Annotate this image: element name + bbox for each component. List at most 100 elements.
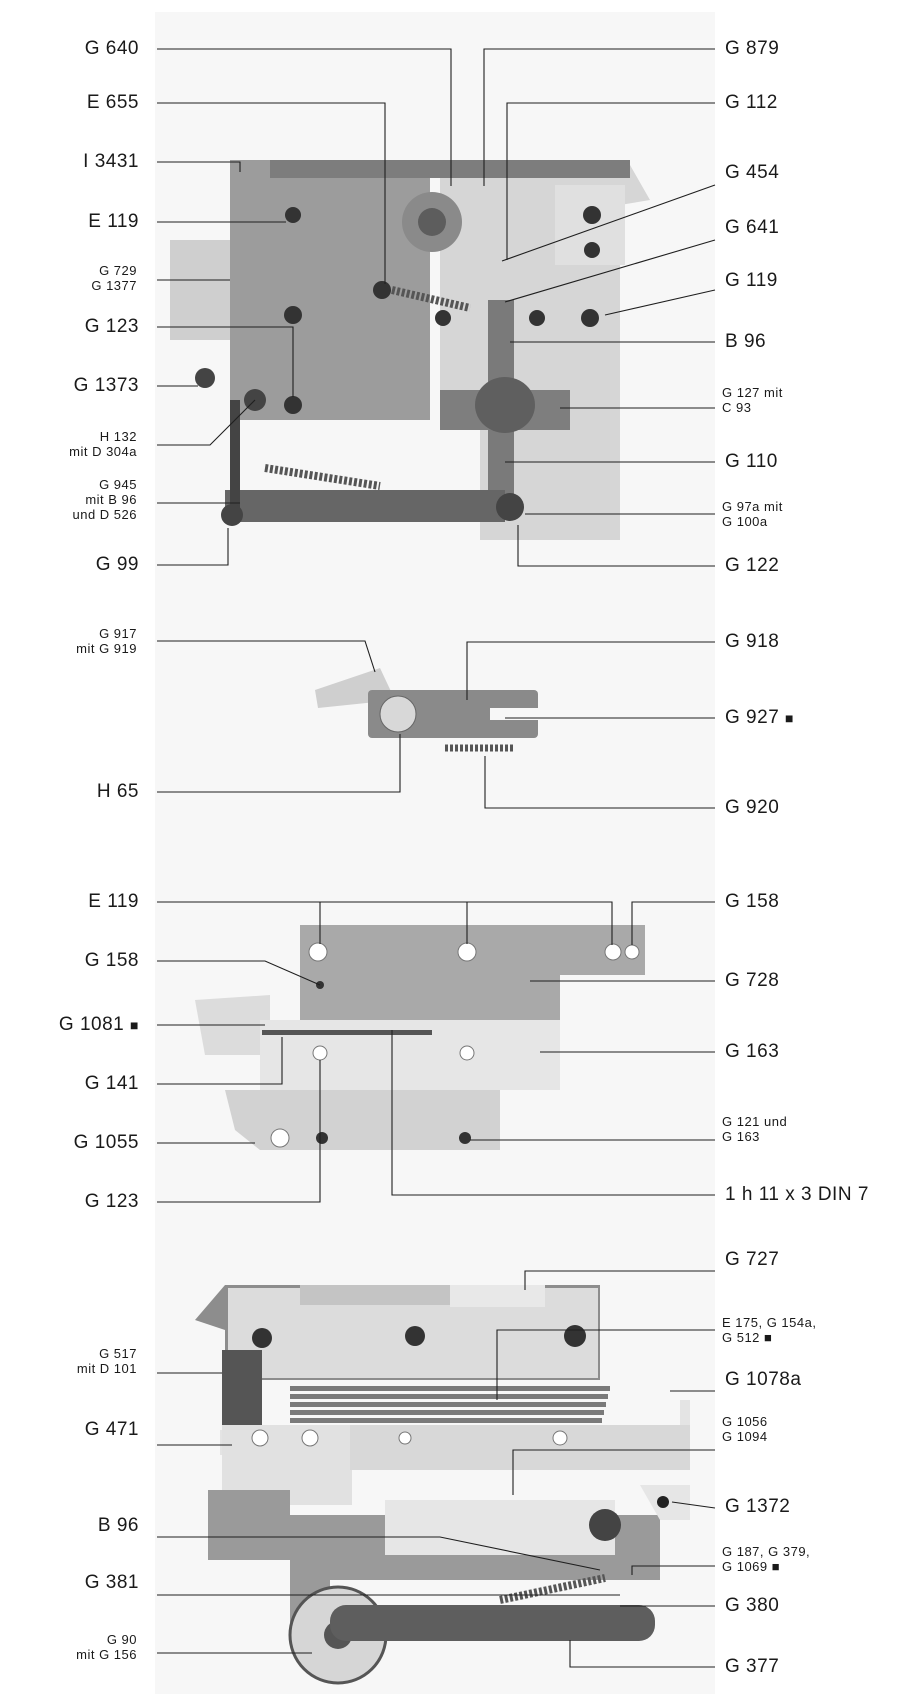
label-g512: G 512 ■: [722, 1331, 772, 1345]
assembly-4-screw-d: [657, 1496, 669, 1508]
label-g141: G 141: [84, 1073, 139, 1094]
assembly-4-screw-c: [564, 1325, 586, 1347]
assembly-4-hole-c: [552, 1430, 568, 1446]
label-mit-g156: mit G 156: [76, 1647, 137, 1662]
label-b96-b: B 96: [97, 1515, 139, 1536]
label-g1081: G 1081 ■: [59, 1014, 139, 1036]
label-g512-text: G 512: [722, 1330, 760, 1345]
assembly-1-main-plate: [230, 160, 430, 420]
label-h65: H 65: [96, 781, 139, 802]
label-g641: G 641: [725, 217, 780, 238]
label-g163-a: G 163: [725, 1041, 780, 1062]
assembly-1-spool-hub: [418, 208, 446, 236]
label-g163-b: G 163: [722, 1129, 760, 1144]
label-g121-und: G 121 und: [722, 1114, 788, 1129]
assembly-4-lamination-stack: [290, 1386, 610, 1423]
label-h132: H 132: [99, 429, 137, 444]
label-g1069-text: G 1069: [722, 1559, 768, 1574]
assembly-4-pivot-bolt: [589, 1509, 621, 1541]
label-g454: G 454: [725, 162, 780, 183]
label-g97a-mit: G 97a mit: [722, 499, 783, 514]
label-g927-text: G 927: [725, 707, 780, 728]
label-g729: G 729: [99, 263, 137, 278]
label-g127-mit: G 127 mit: [722, 385, 783, 400]
assembly-4-hole-b: [301, 1429, 319, 1447]
label-g1094: G 1094: [722, 1429, 768, 1444]
assembly-3-gap-line: [262, 1030, 432, 1035]
label-g377: G 377: [725, 1656, 780, 1677]
assembly-1-spring-1: [264, 464, 381, 490]
assembly-1-screw-b: [284, 306, 302, 324]
label-und-d526: und D 526: [72, 507, 137, 522]
assembly-2-slot: [490, 708, 538, 720]
label-mit-b96: mit B 96: [85, 492, 137, 507]
label-g123-a: G 123: [84, 316, 139, 337]
label-b96-a: B 96: [725, 331, 767, 352]
assembly-1-top-bar: [270, 160, 630, 178]
label-g1056: G 1056: [722, 1414, 768, 1429]
label-g879: G 879: [725, 38, 780, 59]
label-e119-b: E 119: [88, 891, 139, 912]
assembly-3-bottom-plate: [225, 1090, 500, 1150]
assembly-1-lower-bar: [225, 490, 505, 522]
label-g1081-text: G 1081: [58, 1014, 125, 1035]
label-i3431: I 3431: [83, 151, 139, 172]
label-g727: G 727: [725, 1249, 780, 1270]
black-square-icon: ■: [764, 1330, 773, 1345]
label-g728: G 728: [725, 970, 780, 991]
label-din7: 1 h 11 x 3 DIN 7: [725, 1184, 869, 1205]
black-square-icon: ■: [130, 1017, 139, 1033]
assembly-3-drawing: [195, 925, 645, 1150]
label-g380: G 380: [725, 1595, 780, 1616]
assembly-3-hole-e: [312, 1045, 328, 1061]
assembly-3-dot-c: [459, 1132, 471, 1144]
label-g122: G 122: [725, 555, 780, 576]
black-square-icon: ■: [785, 710, 795, 726]
assembly-3-hole-d: [624, 944, 640, 960]
label-g119: G 119: [725, 270, 778, 291]
label-mit-d101: mit D 101: [76, 1361, 137, 1376]
black-square-icon: ■: [771, 1559, 781, 1574]
assembly-3-hole-f: [459, 1045, 475, 1061]
assembly-4-hole-a: [251, 1429, 269, 1447]
label-e175: E 175, G 154a,: [722, 1315, 817, 1330]
assembly-1-screw-f: [221, 504, 243, 526]
label-g517: G 517: [99, 1346, 137, 1361]
assembly-2-drawing: [315, 668, 538, 752]
assembly-4-screw-b: [405, 1326, 425, 1346]
label-g1069: G 1069 ■: [722, 1560, 780, 1574]
label-g471: G 471: [84, 1419, 139, 1440]
label-g1377: G 1377: [91, 278, 137, 293]
label-g99: G 99: [95, 554, 139, 575]
assembly-1-screw-e: [195, 368, 215, 388]
assembly-4-hole-d: [398, 1431, 412, 1445]
label-g1372: G 1372: [725, 1496, 791, 1517]
label-mit-d304a: mit D 304a: [69, 444, 137, 459]
assembly-3-top-plate: [300, 925, 645, 1020]
assembly-4-screw-a: [252, 1328, 272, 1348]
assembly-1-screw-c: [284, 396, 302, 414]
assembly-1-cross-hub: [475, 377, 535, 433]
label-g123-b: G 123: [84, 1191, 139, 1212]
assembly-4-cover-block: [300, 1285, 450, 1305]
label-g381: G 381: [84, 1572, 139, 1593]
label-mit-g919: mit G 919: [76, 641, 137, 656]
assembly-4-middle-plate: [350, 1425, 690, 1470]
assembly-1-screw-l: [435, 310, 451, 326]
label-e119-a: E 119: [88, 211, 139, 232]
label-g187: G 187, G 379,: [722, 1544, 811, 1559]
assembly-3-hole-b: [457, 942, 477, 962]
label-g945: G 945: [99, 477, 137, 492]
assembly-4-inner-plate: [385, 1500, 615, 1555]
label-g920: G 920: [725, 797, 780, 818]
assembly-1-drawing: [170, 160, 650, 540]
leader-lines: [157, 48, 716, 1668]
assembly-2-screw: [379, 695, 417, 733]
label-g158-right: G 158: [725, 891, 780, 912]
label-c93: C 93: [722, 400, 752, 415]
assembly-3-hole-c: [604, 943, 622, 961]
assembly-4-cover-block-2: [450, 1285, 545, 1307]
label-g112: G 112: [725, 92, 778, 113]
assembly-1-left-post: [230, 400, 240, 520]
